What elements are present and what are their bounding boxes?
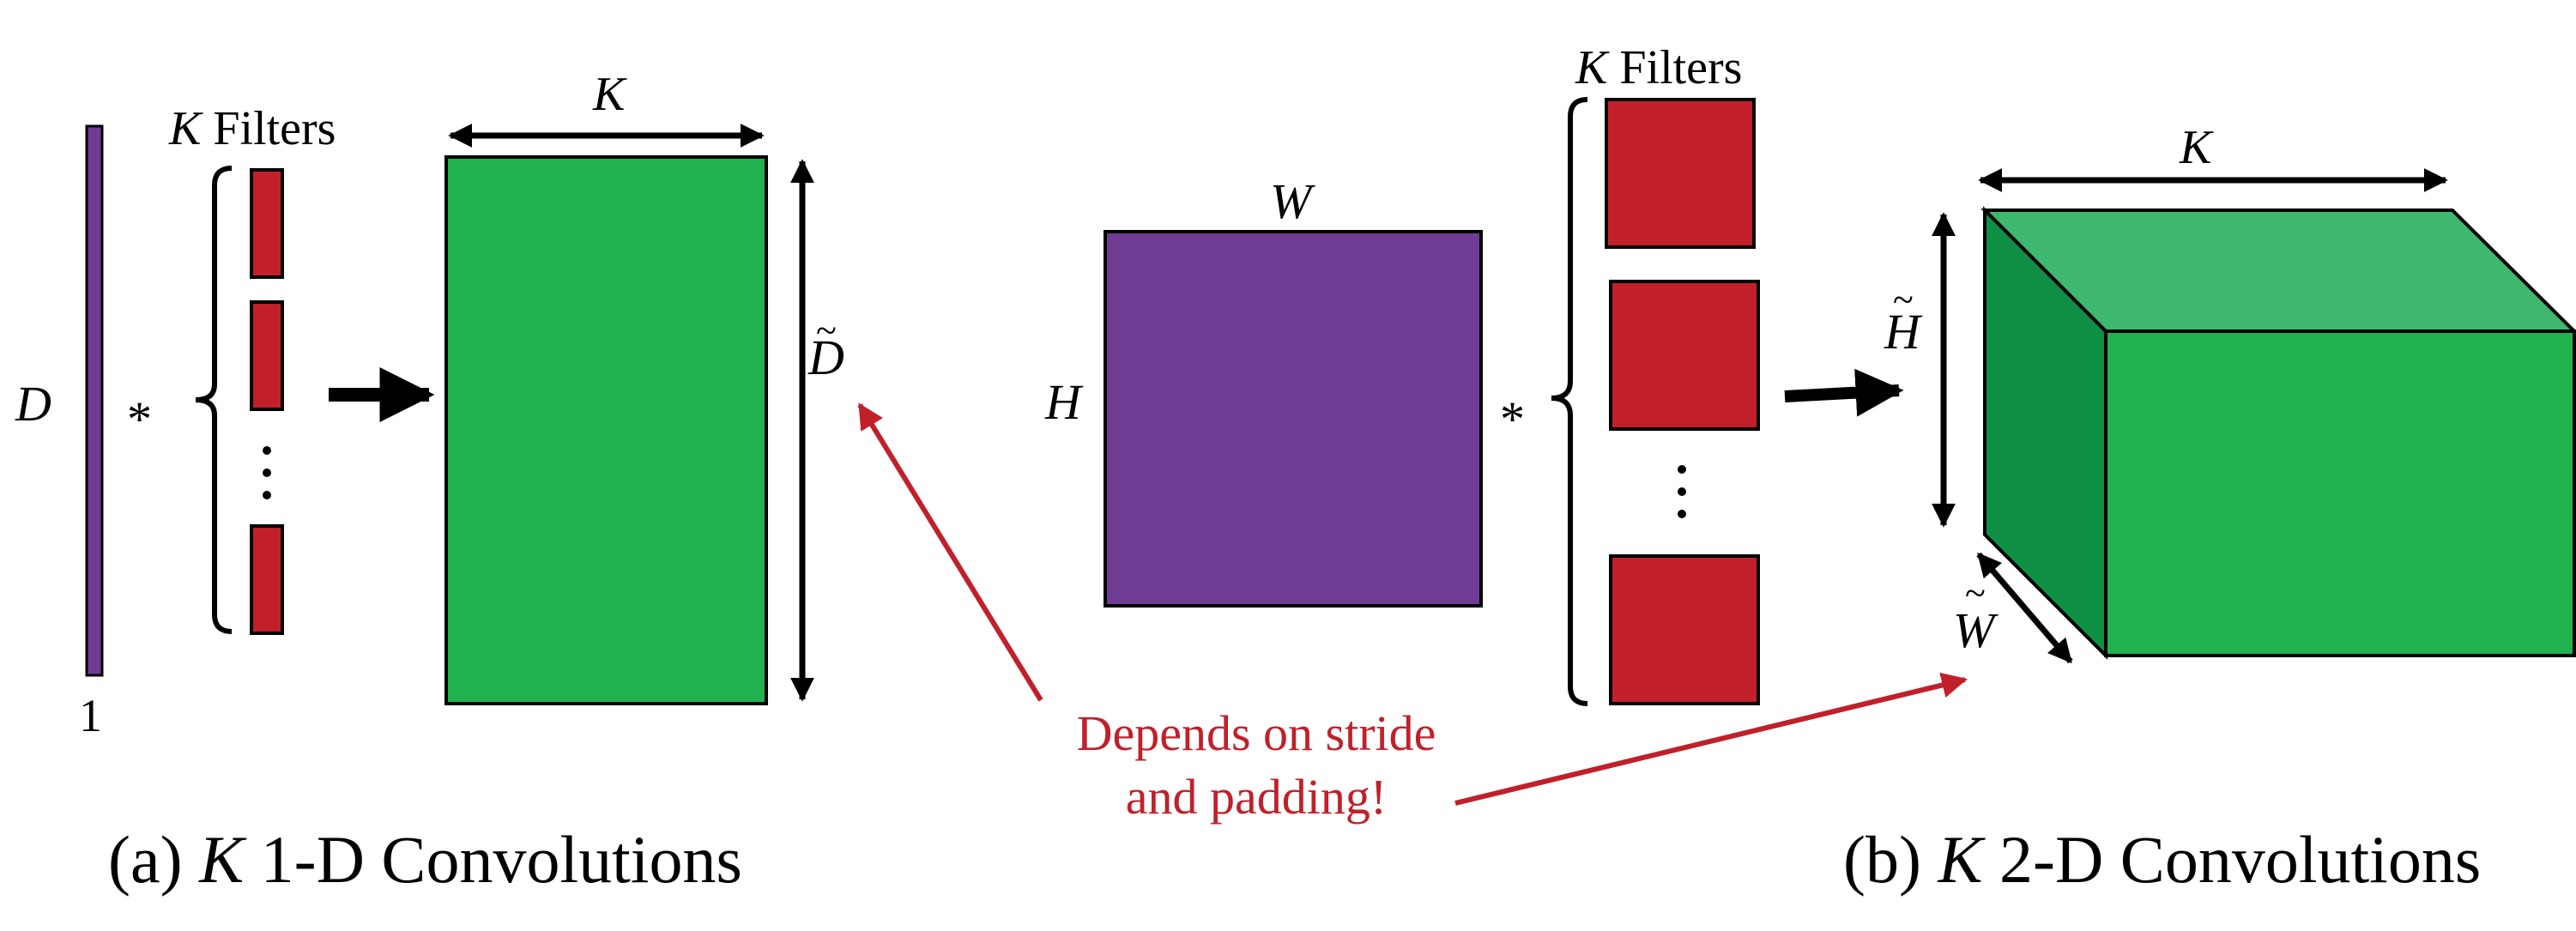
cube-front-face [2104,329,2576,657]
filters-word: Filters [201,102,336,155]
svg-text:D: D [807,329,844,385]
filter-brace [1551,97,1588,706]
ellipsis-dots [263,446,271,499]
convolution-operator: * [127,391,152,447]
annotation-arrow-right [1454,672,1968,806]
output-height-label: ~ D [807,310,844,385]
filters-heading: K Filters [1575,41,1742,94]
filters-k: K [168,102,203,155]
svg-text:H: H [1884,304,1923,360]
output-width-label: K [2179,121,2214,174]
annotation-arrow-left [857,402,1043,702]
caption-a: (a) K 1-D Convolutions [108,822,742,897]
svg-text:~: ~ [1965,572,1986,614]
svg-text:~: ~ [816,310,837,352]
filters-heading: K Filters [168,102,336,155]
input-vector [85,124,104,677]
filter-1 [1605,98,1756,249]
input-width-label: 1 [79,690,102,741]
filter-2 [250,300,284,411]
caption-b: (b) K 2-D Convolutions [1843,822,2481,897]
filter-brace [195,166,233,634]
annotation-line-2: and padding! [1126,769,1387,825]
filter-1 [250,168,284,279]
filter-2 [1609,280,1760,431]
panel-a: D 1 * K Filters K ~ D [15,68,844,897]
output-depth-label: ~ W [1953,572,1999,658]
output-height-label: ~ H [1884,279,1923,360]
output-width-label: K [592,68,627,121]
annotation-line-1: Depends on stride [1077,705,1436,761]
svg-text:W: W [1953,602,1999,658]
convolution-operator: * [1500,391,1525,447]
input-height-label: H [1044,374,1084,430]
output-volume [1980,206,2576,660]
input-length-label: D [15,376,51,432]
filter-k [1609,554,1760,705]
output-arrow [1784,368,1904,417]
output-matrix [444,155,768,705]
input-matrix [1104,230,1483,608]
ellipsis-dots [1678,465,1686,518]
filter-k [250,524,284,635]
svg-text:~: ~ [1893,279,1914,321]
input-width-label: W [1270,173,1315,229]
panel-b: W H * K Filters K [1044,41,2576,897]
stride-padding-annotation: Depends on stride and padding! [857,402,1968,825]
output-depth-arrow [1976,552,2073,664]
